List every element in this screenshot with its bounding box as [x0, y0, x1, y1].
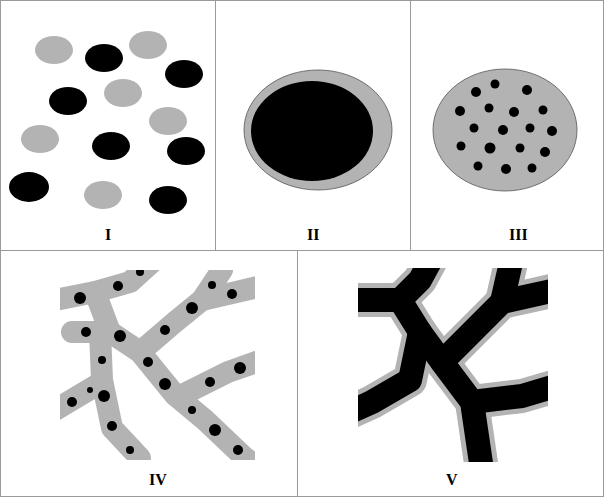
panel-label: IV	[149, 472, 167, 488]
panel-label: I	[105, 227, 111, 243]
figure-panel: IV	[0, 250, 298, 497]
figure-panel: I	[0, 0, 216, 251]
grey-network	[60, 270, 255, 460]
figure-panel: II	[215, 0, 411, 251]
panel-label: II	[307, 227, 319, 243]
figure-panel: III	[410, 0, 604, 251]
separate-particles	[9, 31, 205, 214]
core-shell-particle	[244, 70, 392, 190]
figure-panel: V	[297, 250, 604, 497]
panel-label: III	[509, 227, 528, 243]
black-network	[358, 268, 548, 462]
panel-label: V	[446, 472, 458, 488]
dispersed-particle	[433, 69, 577, 191]
